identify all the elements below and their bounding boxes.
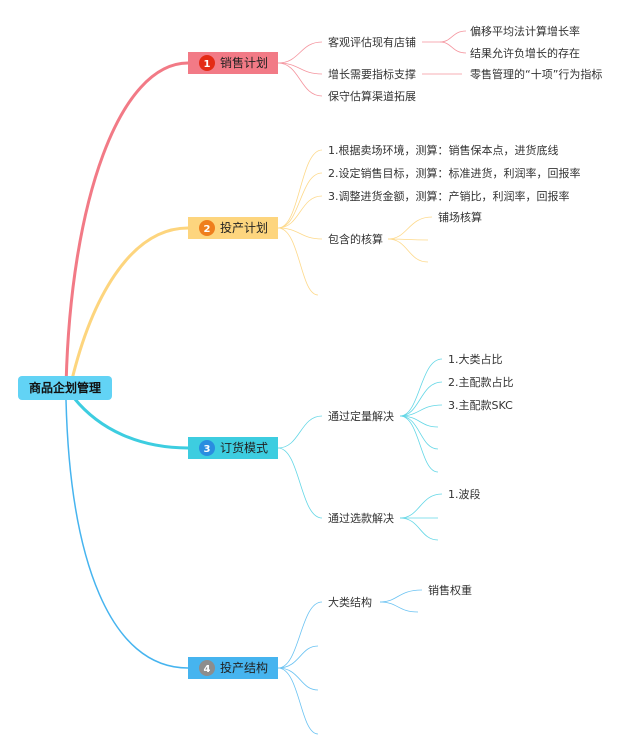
topic-sales-weight[interactable]: 销售权重 [428, 583, 472, 597]
topic-store-layout-accounting[interactable]: 铺场核算 [438, 210, 482, 224]
badge-number: 3 [204, 444, 211, 455]
topic-style-selection[interactable]: 通过选款解决 [328, 511, 394, 525]
root-connectors [64, 61, 190, 669]
connector-root-sales [64, 61, 190, 390]
topic-negative-growth[interactable]: 结果允许负增长的存在 [470, 46, 580, 60]
topic-wave[interactable]: 1.波段 [448, 487, 481, 501]
connector-root-structure [65, 399, 189, 669]
branch-4-connectors [277, 589, 423, 735]
badge-number: 1 [204, 59, 211, 70]
connector-root-production [68, 226, 190, 390]
topic-ten-indicators[interactable]: 零售管理的“十项”行为指标 [470, 67, 602, 81]
topic-main-style-skc[interactable]: 3.主配款SKC [448, 398, 513, 412]
badge-number: 2 [204, 224, 211, 235]
branch-node-production-plan[interactable]: 2 投产计划 [188, 217, 278, 239]
topic-category-structure[interactable]: 大类结构 [328, 595, 372, 609]
branch-2-connectors [277, 149, 433, 296]
number-badge-icon [199, 440, 215, 456]
branch-node-production-structure[interactable]: 4 投产结构 [188, 657, 278, 679]
topic-growth-indicators[interactable]: 增长需要指标支撑 [328, 67, 416, 81]
topic-category-share[interactable]: 1.大类占比 [448, 352, 503, 366]
topic-moving-average[interactable]: 偏移平均法计算增长率 [470, 24, 580, 38]
root-node[interactable]: 商品企划管理 [18, 376, 112, 400]
branch-1-connectors [277, 30, 467, 97]
number-badge-icon [199, 55, 215, 71]
branch-node-sales-plan[interactable]: 1 销售计划 [188, 52, 278, 74]
root-node-label: 商品企划管理 [29, 380, 101, 395]
topic-adjust-purchase[interactable]: 3.调整进货金额，测算：产销比，利润率，回报率 [328, 189, 570, 203]
topic-channel-expansion[interactable]: 保守估算渠道拓展 [328, 89, 416, 103]
topic-main-style-share[interactable]: 2.主配款占比 [448, 375, 514, 389]
topic-breakeven[interactable]: 1.根据卖场环境，测算：销售保本点，进货底线 [328, 143, 559, 157]
branch-3-connectors [277, 358, 443, 541]
topic-quantitative[interactable]: 通过定量解决 [328, 409, 394, 423]
number-badge-icon [199, 660, 215, 676]
branch-label: 投产计划 [220, 220, 268, 235]
topic-sales-target[interactable]: 2.设定销售目标，测算：标准进货，利润率，回报率 [328, 166, 581, 180]
branch-label: 订货模式 [220, 440, 268, 455]
connector-root-ordering [72, 396, 190, 450]
topic-assess-stores[interactable]: 客观评估现有店铺 [328, 35, 416, 49]
branch-label: 投产结构 [220, 660, 268, 675]
branch-label: 销售计划 [220, 55, 268, 70]
number-badge-icon [199, 220, 215, 236]
branch-node-ordering-mode[interactable]: 3 订货模式 [188, 437, 278, 459]
topic-included-accounting[interactable]: 包含的核算 [328, 232, 383, 246]
badge-number: 4 [204, 664, 211, 675]
